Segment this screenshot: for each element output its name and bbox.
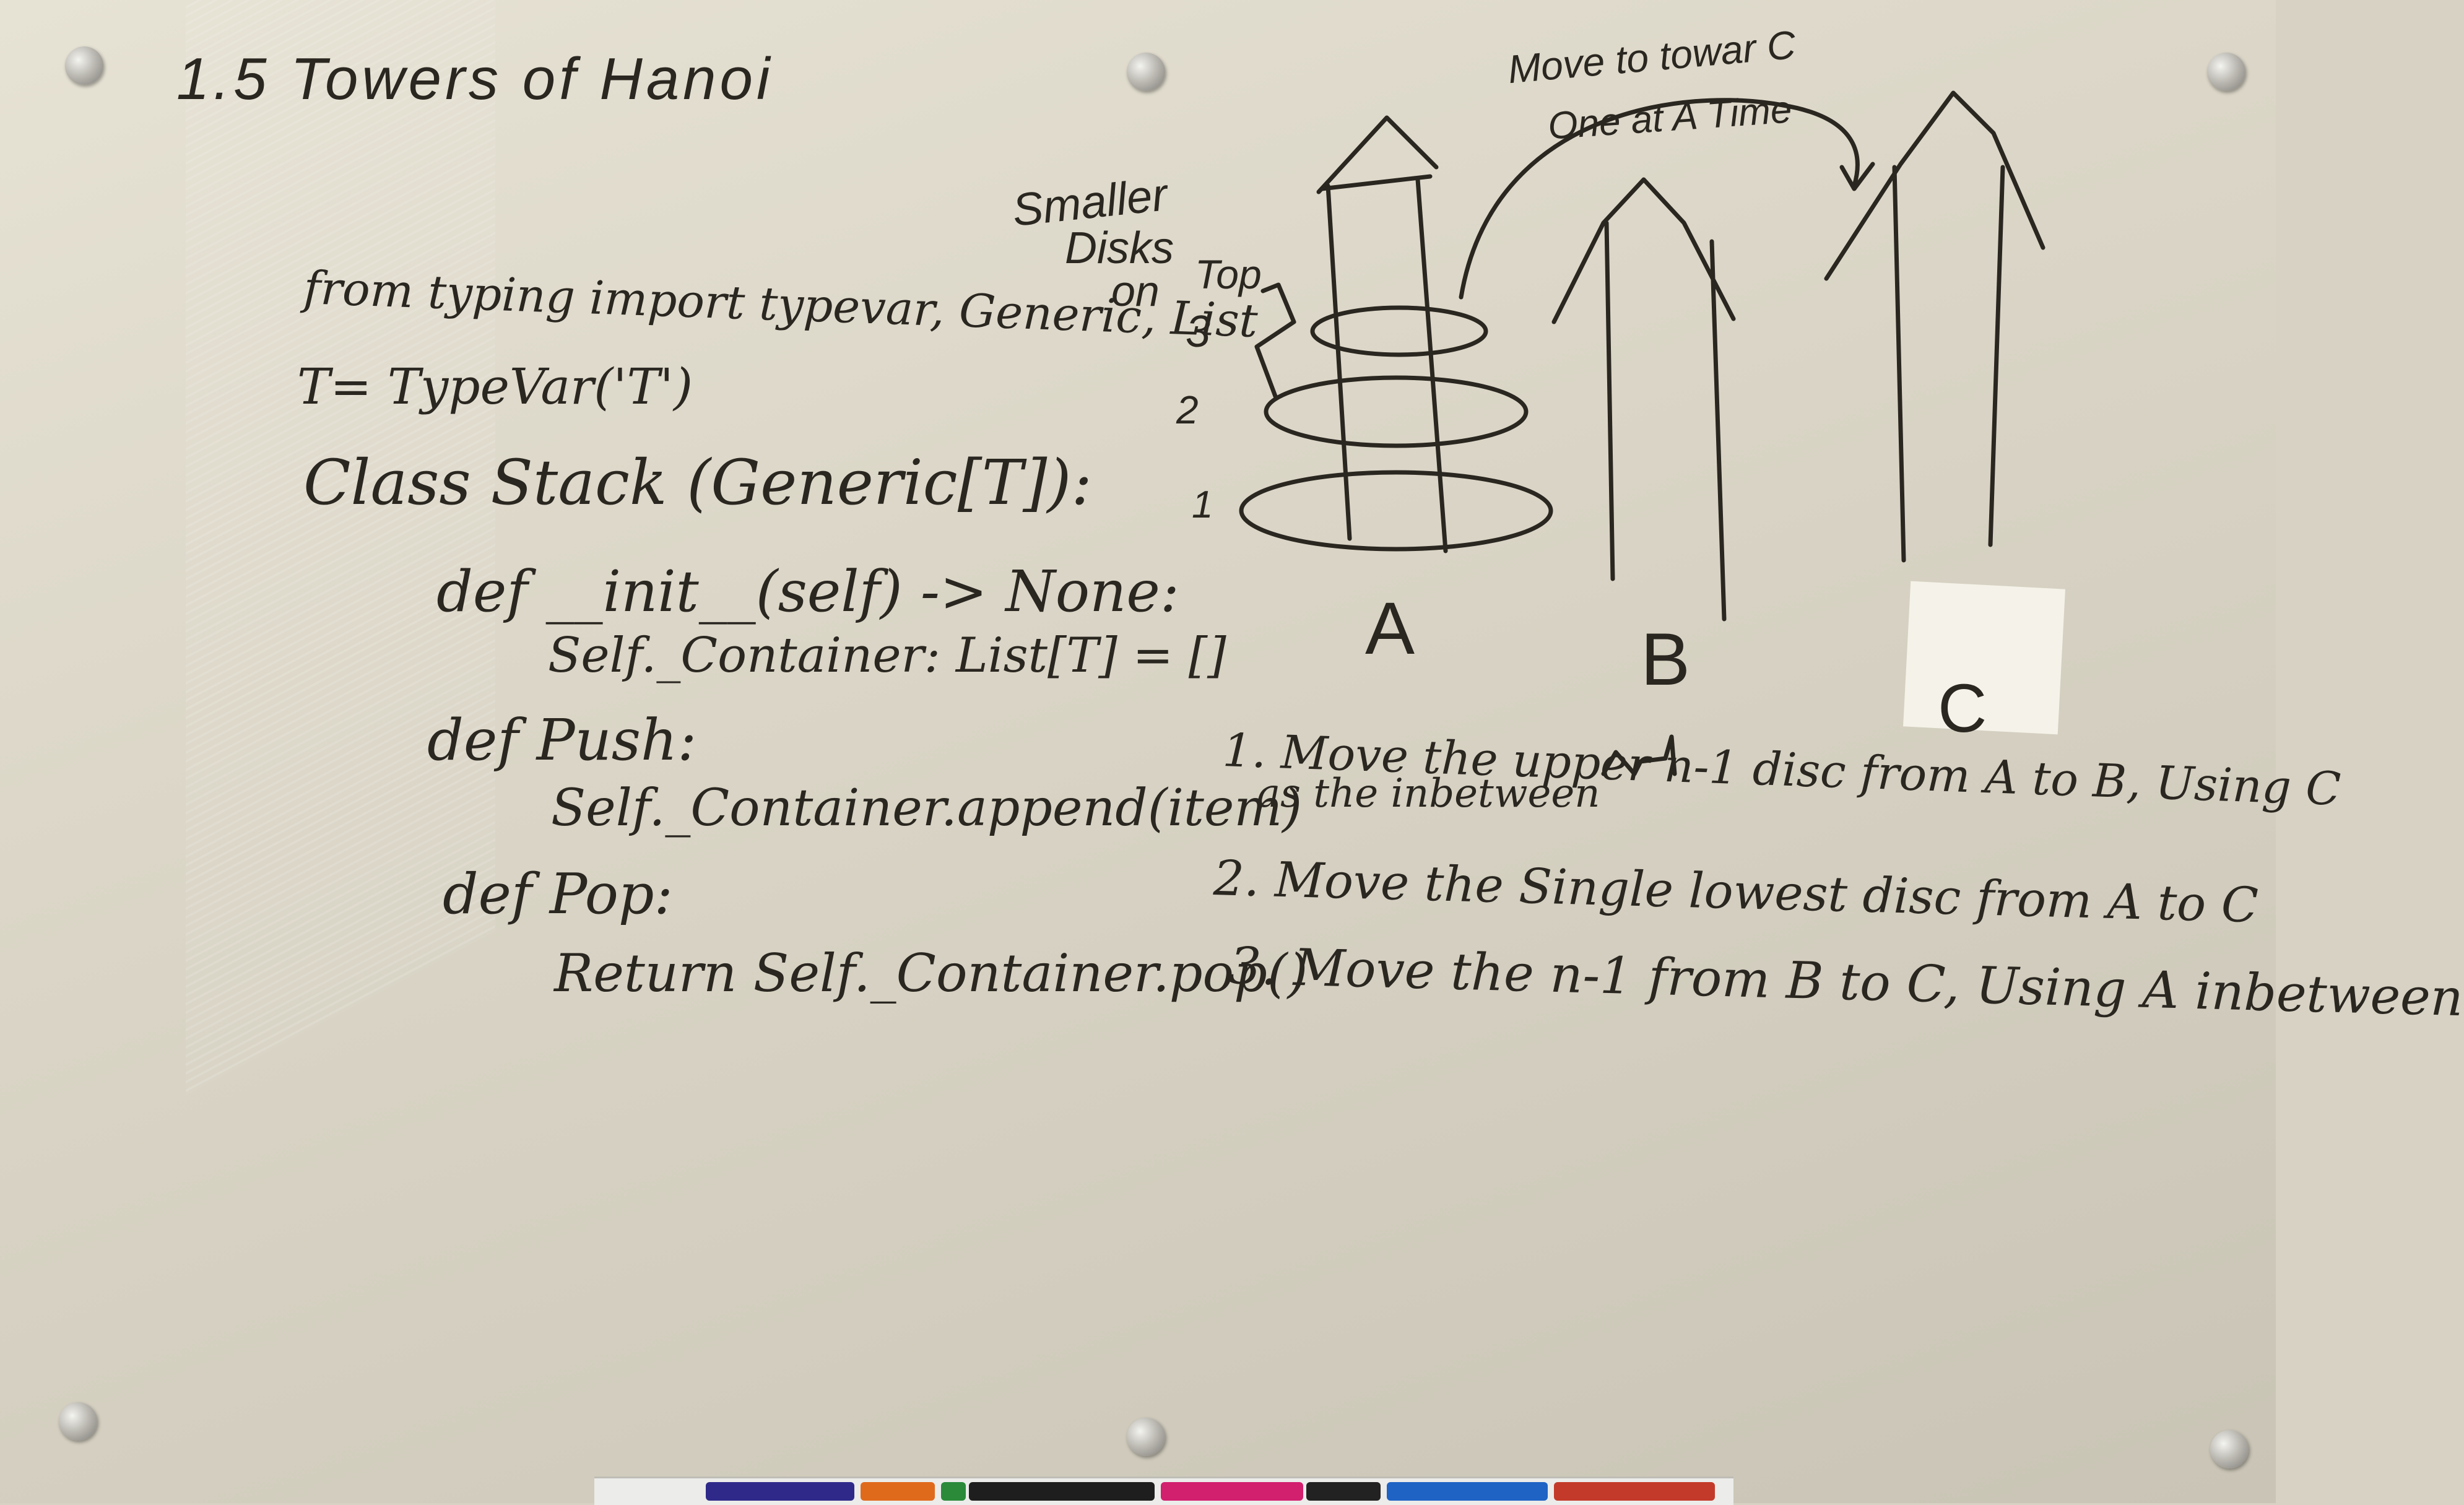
marker-black[interactable] [969,1482,1155,1501]
marker-orange[interactable] [861,1482,935,1501]
tower-c-shape [1824,90,2045,281]
marker-pink[interactable] [1161,1482,1303,1501]
note-disks: Disks [1065,223,1174,273]
code-init-body: Self._Container: List[T] = [] [548,628,1226,683]
standoff-top-center [1127,53,1165,91]
disk-1 [1239,470,1553,552]
note-top: Top [1195,251,1262,297]
tower-a-right-pole [1415,177,1448,553]
code-class-line: Class Stack (Generic[T]): [303,446,1093,519]
tower-label-a: A [1365,587,1415,670]
disk-2 [1264,375,1529,448]
n-minus-1-mark-step1 [1601,734,1677,776]
tower-b-right-pole [1709,239,1727,622]
code-pop-body: Return Self._Container.pop() [554,943,1308,1004]
code-typevar-line: T= TypeVar('T') [297,358,693,415]
standoff-bottom-left [59,1402,97,1441]
note-on: on [1111,267,1160,315]
tower-label-b: B [1641,618,1691,701]
marker-green[interactable] [941,1482,966,1501]
step-1-continued: as the inbetween [1257,771,1600,817]
move-arrow [1459,98,1860,300]
board-title: 1.5 Towers of Hanoi [176,46,774,112]
disk-label-3: 3 [1186,307,1211,357]
disk-label-1: 1 [1192,484,1213,526]
code-push-body: Self._Container.append(item) [551,779,1303,838]
disk-label-2: 2 [1176,388,1199,432]
standoff-bottom-right [2210,1430,2249,1468]
arrow-head [1839,162,1875,191]
tower-a-roof [1316,115,1439,194]
standoff-top-left [65,46,103,85]
towers-diagram [1239,90,2045,776]
code-def-push: def Push: [427,707,697,773]
standoff-bottom-center [1127,1418,1165,1456]
disk-3 [1310,305,1488,357]
top-bracket [1254,282,1296,399]
tower-label-c: C [1938,670,1987,747]
standoff-top-right [2207,53,2245,91]
tower-b-left-pole [1604,220,1615,581]
marker-purple[interactable] [706,1482,854,1501]
marker-tray [594,1477,1733,1505]
tower-c-left-pole [1892,165,1906,563]
marker-red[interactable] [1554,1482,1715,1501]
code-def-pop: def Pop: [443,862,673,927]
code-def-init: def __init__(self) -> None: [436,558,1179,625]
marker-dark[interactable] [1306,1482,1381,1501]
marker-blue[interactable] [1387,1482,1548,1501]
tower-b-shape [1551,177,1736,324]
tower-a-left-pole [1325,183,1352,541]
tower-c-right-pole [1988,165,2005,547]
